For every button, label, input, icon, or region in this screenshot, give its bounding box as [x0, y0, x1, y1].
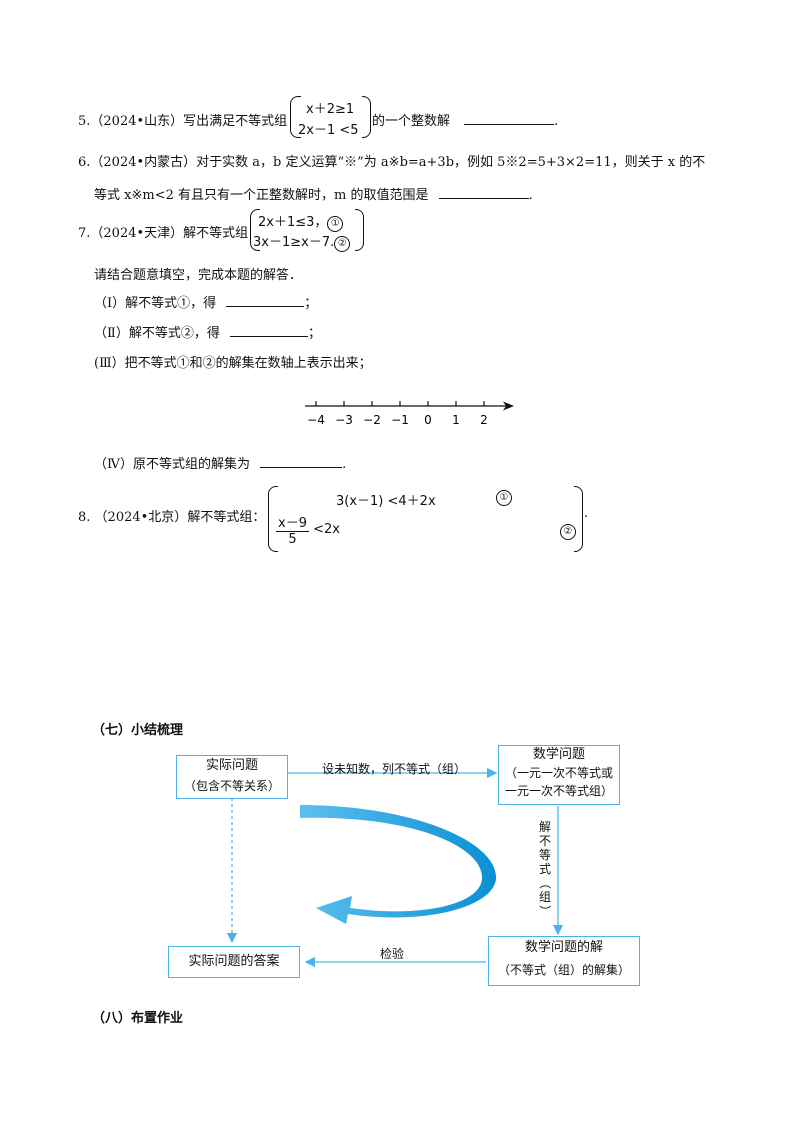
tick-label--4: −4: [307, 413, 325, 427]
box-math-problem: 数学问题 （一元一次不等式或 一元一次不等式组）: [498, 745, 620, 805]
q6-line2: 等式 x※m<2 有且只有一个正整数解时，m 的取值范围是 .: [94, 186, 533, 203]
q7-number-line: −4 −3 −2 −1 0 1 2: [305, 401, 514, 427]
q7-eq2: 3x－1≥x－7.②: [253, 231, 351, 252]
q5-eq2: 2x－1 <5: [298, 123, 359, 138]
q5-brace: [290, 96, 301, 138]
section7-title: （七）小结梳理: [92, 723, 184, 738]
tick-label--3: −3: [335, 413, 353, 427]
q5-eq1: x＋2≥1: [306, 102, 355, 117]
tick-label-0: 0: [424, 413, 432, 427]
section8-title: （八）布置作业: [92, 1011, 184, 1026]
q7-step4-blank[interactable]: [260, 455, 343, 468]
q8-eq2-mark: ②: [560, 524, 576, 540]
q7-brace: [250, 209, 260, 251]
number-line-arrow: [503, 401, 514, 411]
tick-label--2: −2: [363, 413, 381, 427]
box-real-answer: 实际问题的答案: [168, 946, 300, 978]
q7-step4: （Ⅳ）原不等式组的解集为 .: [94, 455, 347, 472]
q8-brace: [268, 486, 278, 552]
curved-arrow-swoosh: [300, 805, 497, 924]
q7-step2: （Ⅱ）解不等式②，得 ；: [94, 324, 321, 341]
q7-instruction: 请结合题意填空，完成本题的解答．: [94, 268, 303, 283]
q7-header: 7.（2024•天津）解不等式组: [78, 226, 249, 241]
q8-eq1: 3(x－1) <4＋2x: [336, 494, 436, 509]
q7-step2-blank[interactable]: [229, 324, 308, 337]
q7-step1-blank[interactable]: [226, 294, 305, 307]
label-solve-inequality: 解 不 等 式 （ 组 ）: [538, 820, 552, 917]
q8-end: .: [584, 506, 589, 521]
q8-header: 8. （2024•北京）解不等式组：: [78, 510, 266, 525]
q6-line1: 6.（2024•内蒙古）对于实数 a，b 定义运算“※”为 a※b=a+3b，例…: [78, 155, 706, 170]
q8-eq1-mark: ①: [496, 490, 512, 506]
q6-answer-blank[interactable]: [438, 186, 529, 199]
tick-label--1: −1: [391, 413, 409, 427]
q5-answer-blank[interactable]: [464, 112, 555, 125]
box-real-problem: 实际问题 （包含不等关系）: [176, 755, 288, 799]
q7-step1: （Ⅰ）解不等式①，得 ；: [94, 294, 318, 311]
box-math-solution: 数学问题的解 （不等式（组）的解集）: [488, 936, 640, 986]
number-line-ticks: −4 −3 −2 −1 0 1 2: [307, 401, 488, 427]
q5-header: 5.（2024•山东）写出满足不等式组: [78, 114, 288, 129]
q7-eq1: 2x＋1≤3，①: [258, 211, 344, 232]
q5-tail: 的一个整数解 .: [372, 112, 559, 129]
label-set-unknown: 设未知数，列不等式（组）: [322, 762, 467, 776]
tick-label-1: 1: [452, 413, 460, 427]
label-check: 检验: [380, 947, 405, 961]
q7-step3: (Ⅲ）把不等式①和②的解集在数轴上表示出来；: [94, 356, 372, 371]
tick-label-2: 2: [480, 413, 488, 427]
